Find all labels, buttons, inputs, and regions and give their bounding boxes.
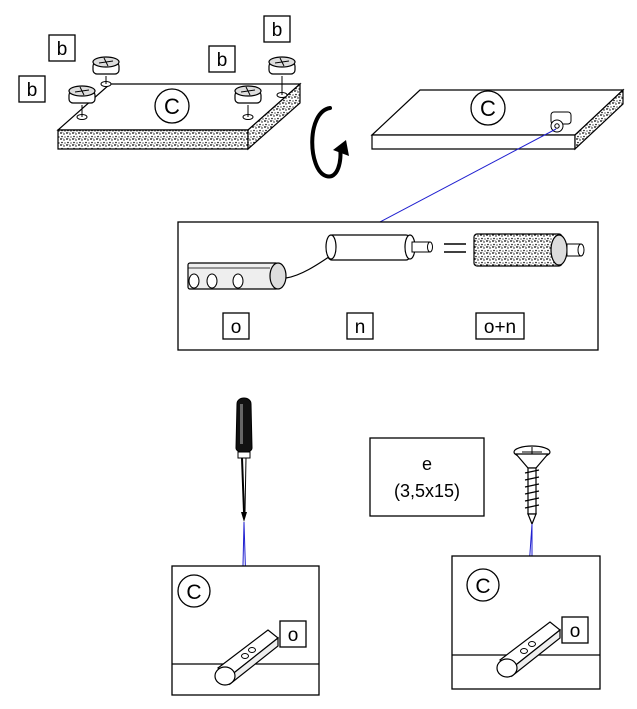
b-label-box: b bbox=[208, 45, 236, 73]
latch-plunger-icon bbox=[325, 234, 433, 261]
b-label: b bbox=[272, 20, 283, 41]
n-label: n bbox=[355, 317, 366, 338]
b-label: b bbox=[27, 80, 38, 101]
o-label: o bbox=[231, 317, 242, 338]
o-plus-n-label: o+n bbox=[484, 317, 516, 338]
o-plus-n-label-box: o+n bbox=[475, 312, 525, 340]
b-label: b bbox=[217, 50, 228, 71]
panel-c-label: C bbox=[475, 575, 490, 598]
bottom-left-box: C o bbox=[171, 565, 320, 696]
cam-bolt-icon bbox=[92, 56, 120, 75]
detail-box: o n o+n bbox=[177, 221, 599, 351]
cam-bolt-icon bbox=[68, 85, 96, 104]
b-label: b bbox=[57, 39, 68, 60]
e-size-label: (3,5x15) bbox=[394, 481, 460, 501]
b-label-box: b bbox=[18, 75, 46, 103]
b-label-box: b bbox=[263, 15, 291, 43]
bottom-right-box: C o bbox=[451, 555, 601, 690]
panel-c-label: C bbox=[164, 94, 180, 119]
panel-c-label: C bbox=[186, 581, 201, 604]
o-label-box: o bbox=[561, 616, 589, 644]
panel-c-label: C bbox=[480, 96, 496, 121]
push-latch-icon bbox=[496, 621, 561, 678]
e-label-box: e (3,5x15) bbox=[369, 437, 485, 517]
screw-icon bbox=[513, 445, 551, 526]
e-label: e bbox=[422, 454, 432, 474]
screwdriver-icon bbox=[235, 397, 253, 522]
guide-line bbox=[379, 128, 557, 223]
o-label-box: o bbox=[222, 312, 250, 340]
cam-bolt-icon bbox=[234, 85, 262, 104]
latch-housing-icon bbox=[187, 262, 287, 290]
push-latch-icon bbox=[214, 629, 279, 686]
rotate-arrow-icon bbox=[310, 106, 349, 179]
o-label-box: o bbox=[279, 620, 307, 648]
top-right-panel: C bbox=[370, 88, 625, 151]
cam-bolt-icon bbox=[268, 56, 296, 75]
o-label: o bbox=[570, 621, 581, 642]
n-label-box: n bbox=[346, 312, 374, 340]
b-label-box: b bbox=[48, 34, 76, 62]
o-label: o bbox=[288, 625, 299, 646]
latch-assembled-icon bbox=[473, 233, 585, 267]
top-left-panel: C bbox=[56, 56, 302, 151]
push-latch-icon bbox=[550, 111, 572, 133]
